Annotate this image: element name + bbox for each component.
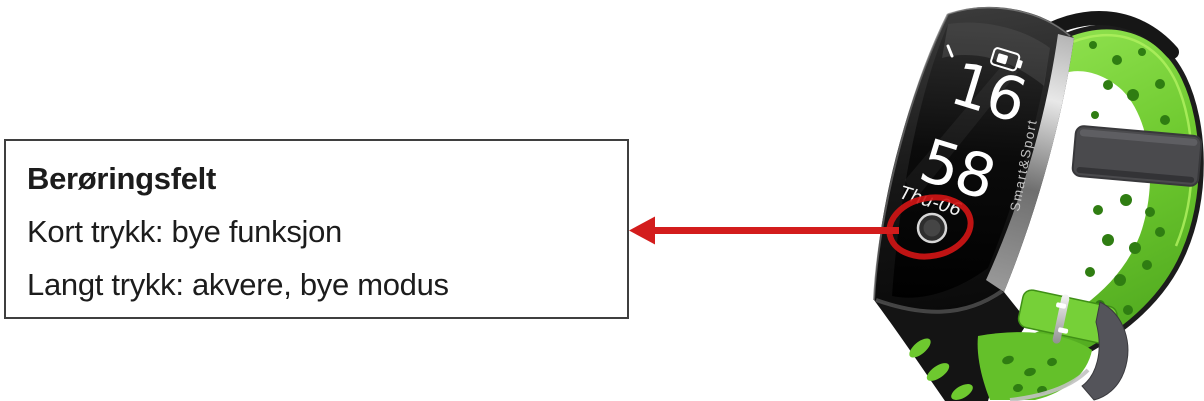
annotation-title: Berøringsfelt bbox=[27, 161, 217, 196]
strap-green-band bbox=[990, 26, 1202, 382]
clasp-pin-glint bbox=[1056, 302, 1067, 309]
screen-streak bbox=[905, 62, 1018, 200]
body-left-glint bbox=[873, 13, 949, 301]
strap-group bbox=[990, 11, 1204, 385]
touch-area-annotation-box: Berøringsfelt Kort trykk: bye funksjon L… bbox=[4, 139, 629, 319]
strap-keeper-loop bbox=[1071, 125, 1203, 187]
clasp-hook bbox=[1081, 301, 1129, 401]
body-silver-edge bbox=[986, 34, 1074, 292]
touch-area-highlight-ellipse bbox=[886, 194, 974, 260]
touch-button-icon bbox=[916, 212, 948, 244]
notification-mark-icon bbox=[946, 44, 954, 58]
battery-icon bbox=[990, 47, 1023, 72]
body-top-glint bbox=[947, 6, 1071, 37]
clasp-silver-rim bbox=[1009, 368, 1090, 401]
bottom-band-holes bbox=[909, 338, 973, 400]
clasp-pin-glint2 bbox=[1058, 327, 1069, 334]
screen-gloss bbox=[942, 22, 1050, 86]
annotation-short-press-line: Kort trykk: bye funksjon bbox=[27, 214, 342, 249]
strap-tip bbox=[977, 332, 1092, 400]
watch-body: 16 58 Thu-06 Smart&Sport bbox=[873, 6, 1074, 314]
annotation-long-press-line: Langt trykk: akvere, bye modus bbox=[27, 267, 449, 302]
body-bottom-lip bbox=[875, 289, 1004, 314]
callout-arrow bbox=[629, 216, 899, 245]
clasp-group bbox=[874, 289, 1129, 401]
strap-tip-holes bbox=[1002, 355, 1057, 395]
arrow-head-icon bbox=[629, 216, 655, 245]
strap-rim-highlight bbox=[1051, 33, 1193, 247]
